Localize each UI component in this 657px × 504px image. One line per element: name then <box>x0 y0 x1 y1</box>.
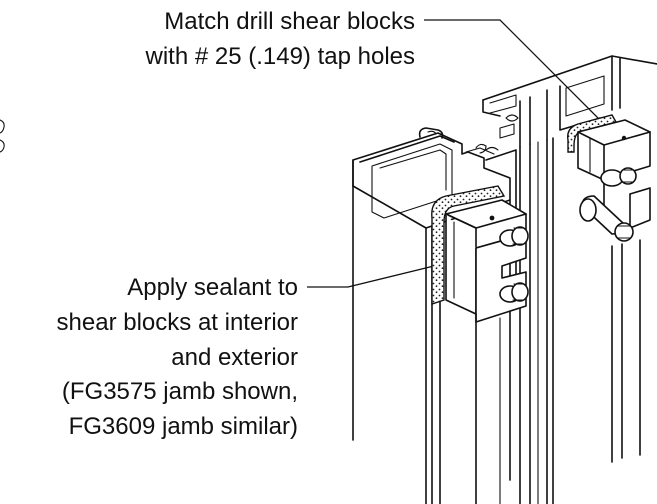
shear-block-far <box>577 119 651 242</box>
callout-left-line-3: and exterior <box>171 344 298 371</box>
bolt-near-upper <box>499 226 529 247</box>
bolt-far-lower <box>579 195 634 242</box>
shear-block-near <box>445 199 529 323</box>
bolt-far-upper <box>600 167 637 187</box>
far-mullion <box>482 55 657 504</box>
callout-top-line-2: with # 25 (.149) tap holes <box>145 43 416 70</box>
leader-left <box>307 264 439 288</box>
edge-fragment <box>0 119 5 153</box>
near-jamb <box>352 127 517 504</box>
bolt-near-lower <box>499 282 529 303</box>
callout-left: Apply sealant to shear blocks at interio… <box>57 274 298 440</box>
callout-left-line-5: FG3609 jamb similar) <box>69 413 298 440</box>
callout-left-line-4: (FG3575 jamb shown, <box>62 378 298 405</box>
callout-left-line-2: shear blocks at interior <box>57 309 298 336</box>
callout-left-line-1: Apply sealant to <box>127 274 298 301</box>
leader-top <box>424 19 620 140</box>
sealant-bead-near <box>431 185 506 305</box>
callout-top-line-1: Match drill shear blocks <box>164 8 415 35</box>
callout-top: Match drill shear blocks with # 25 (.149… <box>145 8 416 70</box>
